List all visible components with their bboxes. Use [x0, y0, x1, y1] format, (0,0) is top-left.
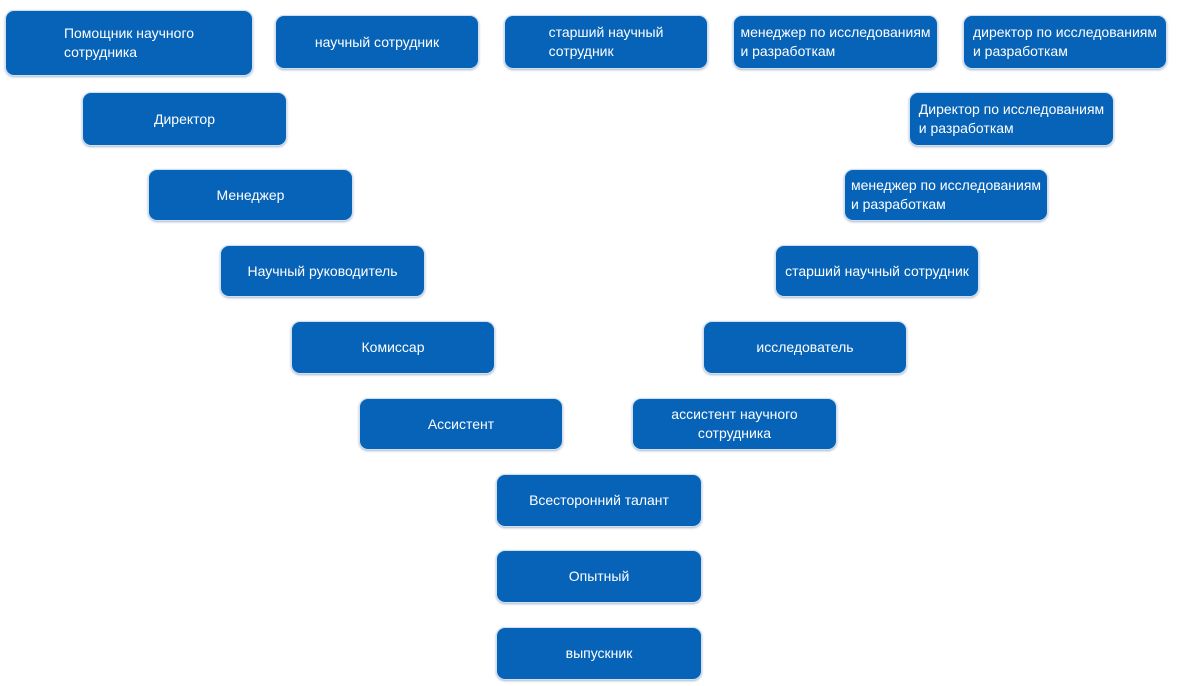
node-right-research-assistant: ассистент научного сотрудника — [632, 398, 837, 450]
node-label: менеджер по исследованиям и разработкам — [850, 177, 1042, 212]
node-label: старший научный сотрудник — [785, 262, 969, 279]
node-label: Научный руководитель — [247, 262, 398, 279]
node-label: Директор по исследованиям и разработкам — [918, 101, 1105, 136]
node-left-scientific-supervisor: Научный руководитель — [220, 245, 425, 297]
node-label: старший научный сотрудник — [548, 24, 664, 59]
node-right-researcher: исследователь — [703, 321, 907, 374]
node-label: директор по исследованиям и разработкам — [972, 24, 1158, 59]
node-top-senior-researcher: старший научный сотрудник — [504, 15, 708, 69]
node-right-rd-manager: менеджер по исследованиям и разработкам — [844, 169, 1048, 221]
node-top-rd-manager: менеджер по исследованиям и разработкам — [733, 15, 938, 69]
node-left-assistant: Ассистент — [359, 398, 563, 450]
node-label: Помощник научного сотрудника — [63, 25, 195, 60]
node-left-director: Директор — [82, 92, 287, 146]
node-top-rd-director: директор по исследованиям и разработкам — [963, 15, 1167, 69]
node-label: Опытный — [568, 568, 630, 584]
node-trunk-experienced: Опытный — [496, 550, 702, 603]
node-label: менеджер по исследованиям и разработкам — [740, 24, 931, 59]
node-label: Менеджер — [216, 186, 285, 203]
node-label: Комиссар — [361, 339, 425, 355]
node-top-researcher: научный сотрудник — [275, 15, 479, 69]
node-trunk-all-round-talent: Всесторонний талант — [496, 474, 702, 527]
node-left-manager: Менеджер — [148, 169, 353, 221]
node-label: научный сотрудник — [314, 33, 440, 50]
node-top-research-assistant: Помощник научного сотрудника — [5, 10, 253, 76]
node-label: ассистент научного сотрудника — [671, 406, 798, 441]
node-label: выпускник — [565, 645, 633, 661]
node-label: исследователь — [756, 339, 854, 355]
node-left-commissar: Комиссар — [291, 321, 495, 374]
node-right-senior-researcher: старший научный сотрудник — [775, 245, 979, 297]
node-label: Ассистент — [427, 415, 495, 432]
node-label: Всесторонний талант — [529, 492, 669, 508]
node-label: Директор — [154, 110, 215, 127]
node-trunk-graduate: выпускник — [496, 627, 702, 680]
node-right-rd-director: Директор по исследованиям и разработкам — [909, 92, 1114, 146]
